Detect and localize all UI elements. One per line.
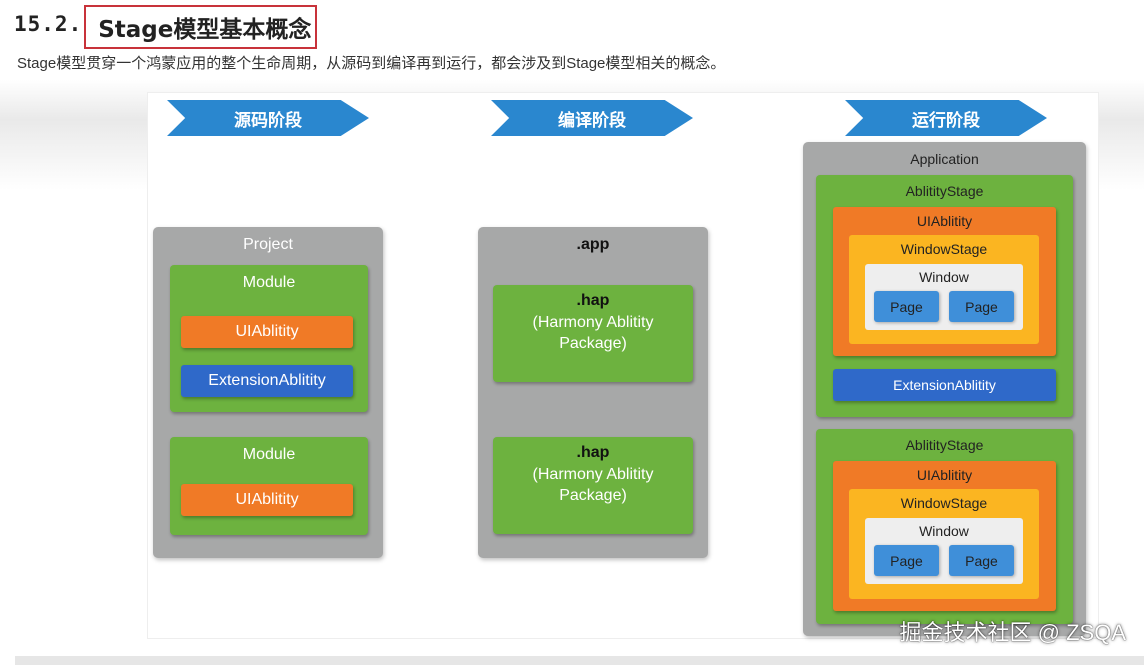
hap-desc-line1: (Harmony Ablitity	[532, 466, 654, 483]
extension-ability-label: ExtensionAblitity	[893, 377, 996, 393]
uiability-box: UIAblitity WindowStage Window Page Page	[833, 207, 1056, 356]
uiability-box: UIAblitity	[181, 484, 353, 516]
module-box: Module UIAblitity ExtensionAblitity	[170, 265, 368, 412]
page-label: Page	[965, 298, 998, 315]
app-box: .app .hap (Harmony Ablitity Package) .ha…	[478, 227, 708, 558]
project-label: Project	[243, 236, 293, 253]
window-box: Window Page Page	[865, 264, 1023, 330]
page-box: Page	[874, 545, 939, 576]
module-box: Module UIAblitity	[170, 437, 368, 535]
page-box: Page	[949, 291, 1014, 322]
uiability-label: UIAblitity	[916, 213, 973, 229]
bottom-divider	[15, 656, 1144, 665]
window-stage-box: WindowStage Window Page Page	[849, 489, 1039, 599]
phase-arrow-source: 源码阶段	[167, 100, 369, 136]
application-label: Application	[910, 151, 979, 167]
project-box: Project Module UIAblitity ExtensionAblit…	[153, 227, 383, 558]
hap-name: .hap	[576, 444, 610, 461]
hap-desc-line2: Package)	[559, 487, 627, 504]
hap-box: .hap (Harmony Ablitity Package)	[493, 285, 693, 382]
section-description: Stage模型贯穿一个鸿蒙应用的整个生命周期，从源码到编译再到运行，都会涉及到S…	[17, 55, 726, 72]
window-label: Window	[919, 269, 969, 285]
ability-stage-label: AblitityStage	[905, 183, 984, 199]
page-label: Page	[965, 552, 998, 569]
window-stage-label: WindowStage	[900, 241, 988, 257]
title-highlight-box: Stage模型基本概念	[84, 5, 318, 49]
app-label: .app	[576, 236, 610, 253]
ability-stage-box: AblitityStage UIAblitity WindowStage Win…	[816, 175, 1073, 417]
window-stage-box: WindowStage Window Page Page	[849, 235, 1039, 344]
uiability-label: UIAblitity	[235, 491, 299, 508]
window-label: Window	[919, 523, 969, 539]
ability-stage-label: AblitityStage	[905, 437, 984, 453]
page-title: Stage模型基本概念	[98, 17, 312, 43]
application-box: Application AblitityStage UIAblitity Win…	[803, 142, 1086, 636]
extension-ability-label: ExtensionAblitity	[208, 372, 326, 389]
section-heading: 15.2. Stage模型基本概念	[14, 5, 318, 49]
watermark: 掘金技术社区 @ ZSQA	[899, 620, 1126, 645]
window-stage-label: WindowStage	[900, 495, 988, 511]
hap-desc-line1: (Harmony Ablitity	[532, 314, 654, 331]
extension-ability-box: ExtensionAblitity	[181, 365, 353, 397]
phase-arrow-compile: 编译阶段	[491, 100, 693, 136]
uiability-box: UIAblitity	[181, 316, 353, 348]
hap-name: .hap	[576, 292, 610, 309]
hap-box: .hap (Harmony Ablitity Package)	[493, 437, 693, 534]
phase-arrow-runtime: 运行阶段	[845, 100, 1047, 136]
uiability-label: UIAblitity	[916, 467, 973, 483]
module-label: Module	[242, 446, 296, 463]
section-number: 15.2.	[14, 12, 83, 36]
uiability-label: UIAblitity	[235, 323, 299, 340]
uiability-box: UIAblitity WindowStage Window Page Page	[833, 461, 1056, 611]
module-label: Module	[242, 274, 296, 291]
extension-ability-box: ExtensionAblitity	[833, 369, 1056, 401]
hap-desc-line2: Package)	[559, 335, 627, 352]
page-box: Page	[949, 545, 1014, 576]
page-label: Page	[890, 552, 923, 569]
page-box: Page	[874, 291, 939, 322]
page-label: Page	[890, 298, 923, 315]
window-box: Window Page Page	[865, 518, 1023, 584]
ability-stage-box: AblitityStage UIAblitity WindowStage Win…	[816, 429, 1073, 624]
